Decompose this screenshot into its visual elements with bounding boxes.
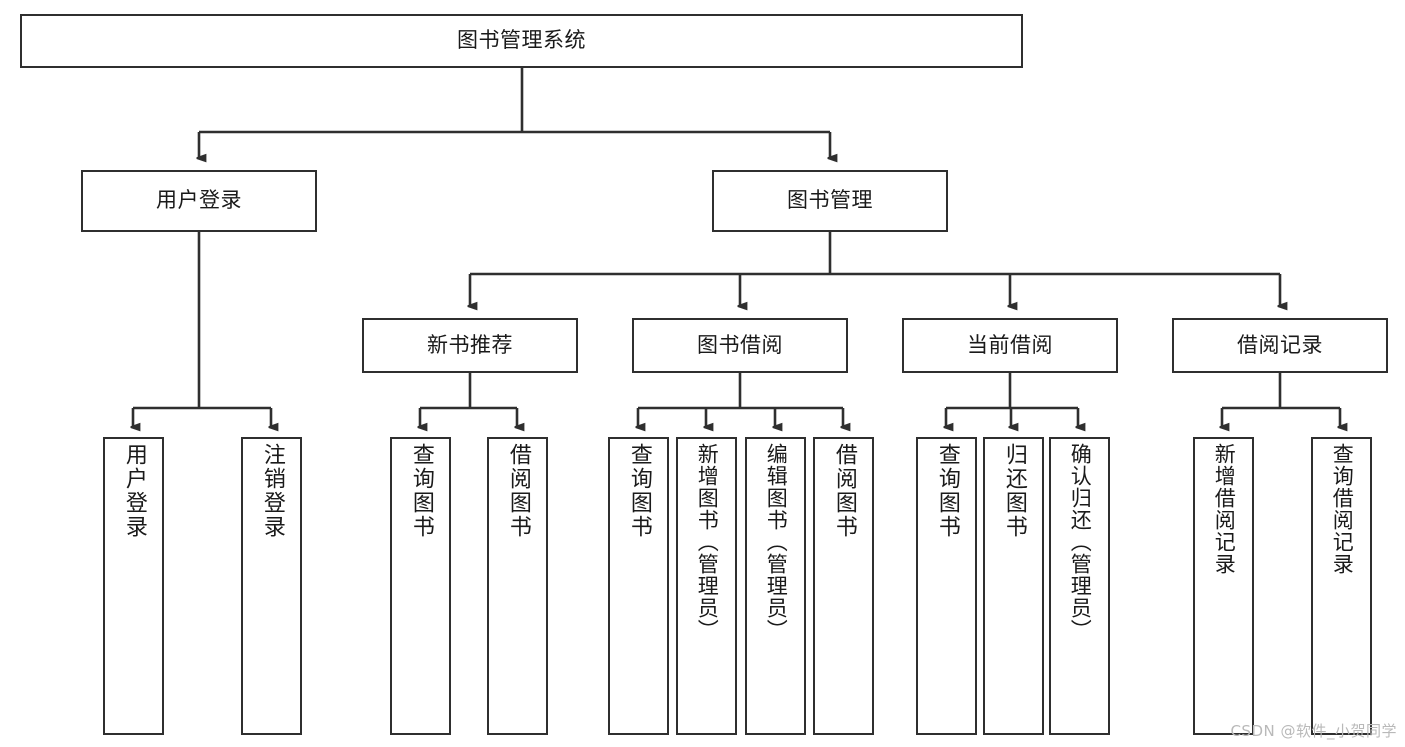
node-borrow-records-label: 借阅记录 (1237, 332, 1323, 357)
node-user-login-label: 用户登录 (156, 188, 242, 213)
watermark-text: CSDN @软件_小贺同学 (1230, 722, 1397, 740)
node-book-management[interactable]: 图书管理 (712, 170, 948, 232)
node-leaf-return-book-label: 归还图书 (1001, 443, 1027, 539)
node-new-book-recommend[interactable]: 新书推荐 (362, 318, 578, 373)
node-leaf-user-login[interactable]: 用户登录 (103, 437, 164, 735)
node-leaf-edit-book[interactable]: 编辑图书（管理员） (745, 437, 806, 735)
node-leaf-query-book-1-label: 查询图书 (408, 443, 434, 539)
node-leaf-query-book-1[interactable]: 查询图书 (390, 437, 451, 735)
node-leaf-query-book-2-label: 查询图书 (626, 443, 652, 539)
node-leaf-edit-book-label: 编辑图书（管理员） (764, 443, 789, 641)
node-book-management-label: 图书管理 (787, 188, 873, 213)
node-root[interactable]: 图书管理系统 (20, 14, 1023, 68)
node-leaf-borrow-book-1-label: 借阅图书 (505, 443, 531, 539)
node-leaf-user-logout[interactable]: 注销登录 (241, 437, 302, 735)
node-root-label: 图书管理系统 (457, 28, 586, 53)
node-leaf-add-record[interactable]: 新增借阅记录 (1193, 437, 1254, 735)
node-borrow-records[interactable]: 借阅记录 (1172, 318, 1388, 373)
node-leaf-query-record-label: 查询借阅记录 (1330, 443, 1355, 575)
node-leaf-query-book-3-label: 查询图书 (934, 443, 960, 539)
node-leaf-confirm-return-label: 确认归还（管理员） (1068, 443, 1093, 641)
node-leaf-borrow-book-2-label: 借阅图书 (831, 443, 857, 539)
node-current-borrow-label: 当前借阅 (967, 332, 1053, 357)
node-book-borrow-label: 图书借阅 (697, 332, 783, 357)
node-current-borrow[interactable]: 当前借阅 (902, 318, 1118, 373)
node-leaf-add-book[interactable]: 新增图书（管理员） (676, 437, 737, 735)
node-leaf-borrow-book-1[interactable]: 借阅图书 (487, 437, 548, 735)
node-leaf-borrow-book-2[interactable]: 借阅图书 (813, 437, 874, 735)
node-leaf-add-book-label: 新增图书（管理员） (695, 443, 720, 641)
node-leaf-return-book[interactable]: 归还图书 (983, 437, 1044, 735)
node-new-book-recommend-label: 新书推荐 (427, 332, 513, 357)
node-leaf-user-logout-label: 注销登录 (259, 443, 285, 539)
node-leaf-confirm-return[interactable]: 确认归还（管理员） (1049, 437, 1110, 735)
node-leaf-query-book-2[interactable]: 查询图书 (608, 437, 669, 735)
node-book-borrow[interactable]: 图书借阅 (632, 318, 848, 373)
node-leaf-query-record[interactable]: 查询借阅记录 (1311, 437, 1372, 735)
node-leaf-add-record-label: 新增借阅记录 (1212, 443, 1237, 575)
node-user-login[interactable]: 用户登录 (81, 170, 317, 232)
node-leaf-user-login-label: 用户登录 (121, 443, 147, 539)
node-leaf-query-book-3[interactable]: 查询图书 (916, 437, 977, 735)
